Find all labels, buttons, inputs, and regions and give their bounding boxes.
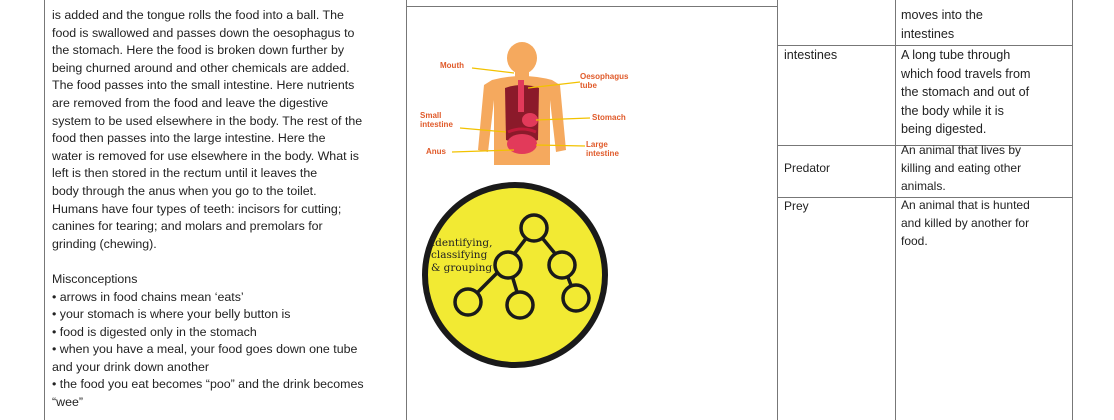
- text-line: food is swallowed and passes down the oe…: [52, 25, 355, 40]
- label-anus: Anus: [426, 147, 447, 156]
- label-large-intestine: intestine: [586, 149, 619, 158]
- badge-line: Identifying,: [431, 237, 493, 249]
- table-border-col2: [777, 0, 778, 420]
- text-line: system to be used elsewhere in the body.…: [52, 113, 363, 128]
- badge-line: & grouping: [431, 261, 493, 274]
- list-item: • your stomach is where your belly butto…: [52, 307, 291, 322]
- label-oesophagus: Oesophagus: [580, 72, 629, 81]
- definition-line: the body while it is: [901, 103, 1004, 118]
- text-line: grinding (chewing).: [52, 236, 157, 251]
- knowledge-text: is added and the tongue rolls the food i…: [52, 7, 404, 412]
- glossary-def-predator: An animal that lives by killing and eati…: [901, 141, 1021, 196]
- misconceptions-list: • arrows in food chains mean ‘eats’ • yo…: [52, 289, 404, 412]
- badge-caption: Identifying, classifying & grouping: [431, 237, 501, 274]
- digestive-system-diagram: Mouth Oesophagus tube Small intestine St…: [420, 42, 629, 165]
- text-line: being churned around and other chemicals…: [52, 60, 350, 75]
- label-leader-lines: [451, 67, 591, 153]
- text-line: Humans have four types of teeth: incisor…: [52, 201, 342, 216]
- table-row-line-1: [777, 45, 1072, 46]
- definition-line: killing and eating other: [901, 161, 1022, 176]
- definition-line: being digested.: [901, 122, 987, 136]
- definition-line: the stomach and out of: [901, 85, 1030, 99]
- label-stomach: Stomach: [592, 113, 626, 122]
- text-line: are removed from the food and leave the …: [52, 95, 329, 110]
- definition-line: An animal that lives by: [901, 143, 1022, 157]
- glossary-term-predator: Predator: [784, 161, 831, 175]
- list-item: “wee”: [52, 395, 83, 410]
- misconceptions-heading: Misconceptions: [52, 271, 138, 286]
- table-border-col1: [406, 0, 407, 420]
- definition-line: moves into the: [901, 8, 983, 22]
- text-line: canines for tearing; and molars and prem…: [52, 219, 323, 234]
- definition-line: food.: [901, 234, 928, 249]
- definition-line: and killed by another for: [901, 216, 1030, 231]
- label-large: Large: [586, 140, 608, 149]
- list-item: and your drink down another: [52, 359, 210, 374]
- glossary-def-prey: An animal that is hunted and killed by a…: [901, 196, 1030, 251]
- table-border-right: [1072, 0, 1073, 420]
- tree-hierarchy-icon: [453, 213, 591, 320]
- definition-line: A long tube through: [901, 48, 1011, 62]
- table-row-top-middle: [406, 6, 777, 7]
- text-line: The food passes into the small intestine…: [52, 78, 355, 93]
- table-row-line-2: [777, 145, 1072, 146]
- table-row-line-3: [777, 197, 1072, 198]
- body-silhouette-icon: [478, 42, 566, 165]
- list-item: • food is digested only in the stomach: [52, 324, 257, 339]
- glossary-term-prey: Prey: [784, 199, 809, 213]
- text-line: food then passes into the large intestin…: [52, 131, 326, 146]
- glossary-def-intestines: A long tube through which food travels f…: [901, 46, 1031, 139]
- definition-line: An animal that is hunted: [901, 198, 1030, 212]
- badge-line: classifying: [431, 249, 488, 262]
- definition-line: animals.: [901, 179, 946, 194]
- list-item: • arrows in food chains mean ‘eats’: [52, 289, 244, 304]
- text-line: left is then stored in the rectum until …: [52, 166, 318, 181]
- list-item: • when you have a meal, your food goes d…: [52, 342, 358, 357]
- label-mouth: Mouth: [440, 61, 464, 70]
- classifying-badge: [422, 182, 608, 368]
- text-line: is added and the tongue rolls the food i…: [52, 8, 344, 22]
- definition-line: which food travels from: [901, 66, 1031, 81]
- text-line: body through the anus when you go to the…: [52, 183, 317, 198]
- text-line: water is removed for use elsewhere in th…: [52, 148, 359, 163]
- list-item: • the food you eat becomes “poo” and the…: [52, 377, 364, 392]
- definition-line: intestines: [901, 26, 955, 41]
- label-oesophagus-tube: tube: [580, 81, 597, 90]
- text-line: the stomach. Here the food is broken dow…: [52, 43, 345, 58]
- glossary-prev-definition: moves into the intestines: [901, 6, 983, 43]
- table-border-col3: [895, 0, 896, 420]
- label-small: Small: [420, 111, 441, 120]
- glossary-term-intestines: intestines: [784, 48, 838, 62]
- label-small-intestine: intestine: [420, 120, 453, 129]
- table-border-left: [44, 0, 45, 420]
